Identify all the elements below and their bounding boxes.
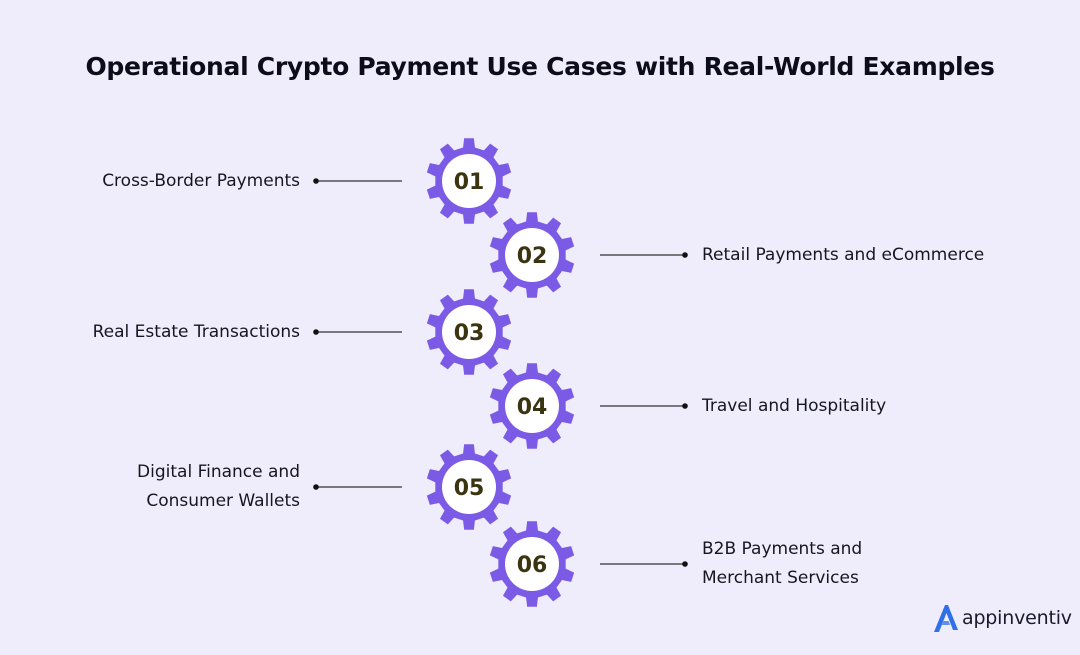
step-number: 04	[517, 395, 548, 420]
step-label-line: Merchant Services	[702, 568, 859, 588]
connector-dot	[682, 252, 688, 258]
gear-center	[505, 228, 559, 282]
gear-step-04: 04	[489, 363, 688, 449]
step-label-line: Retail Payments and eCommerce	[702, 244, 985, 265]
gear-center	[442, 460, 496, 514]
gear-step-06: 06	[489, 521, 688, 607]
gear-step-05: 05	[313, 444, 512, 530]
gear-center	[442, 154, 496, 208]
connector-dot	[313, 329, 319, 335]
step-number: 05	[454, 476, 485, 501]
step-number: 01	[454, 170, 485, 195]
gear-step-03: 03	[313, 289, 512, 375]
step-label-04: Travel and Hospitality	[702, 392, 886, 421]
step-label-line: Real Estate Transactions	[92, 321, 300, 342]
connector-dot	[682, 561, 688, 567]
logo-text: appinventiv	[962, 607, 1072, 629]
step-label-02: Retail Payments and eCommerce	[702, 241, 984, 270]
gear-center	[442, 305, 496, 359]
gear-step-02: 02	[489, 212, 688, 298]
step-label-line: Consumer Wallets	[146, 491, 300, 511]
appinventiv-a-logo-icon	[934, 605, 958, 632]
page-title: Operational Crypto Payment Use Cases wit…	[85, 52, 995, 81]
step-number: 03	[454, 321, 485, 346]
gear-center	[505, 537, 559, 591]
step-label-03: Real Estate Transactions	[93, 318, 300, 347]
step-label-01: Cross-Border Payments	[102, 167, 300, 196]
step-number: 02	[517, 244, 548, 269]
connector-dot	[682, 403, 688, 409]
gear-center	[505, 379, 559, 433]
step-label-line: Cross-Border Payments	[102, 170, 300, 191]
brand-logo: appinventiv	[932, 602, 1072, 634]
connector-dot	[313, 178, 319, 184]
step-label-line: Digital Finance and	[137, 462, 300, 482]
step-label-line: B2B Payments and	[702, 539, 863, 559]
gear-step-01: 01	[313, 138, 512, 224]
connector-dot	[313, 484, 319, 490]
step-number: 06	[517, 553, 548, 578]
step-label-line: Travel and Hospitality	[702, 395, 887, 416]
